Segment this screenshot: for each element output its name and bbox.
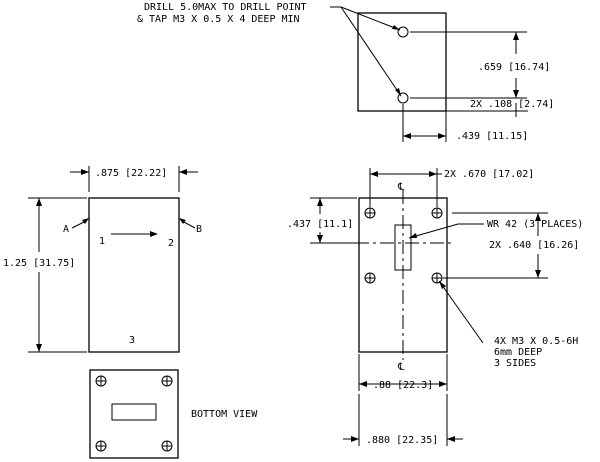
- dim-side-height: 1.25 [31.75]: [3, 258, 75, 269]
- dim-88-arrow-right: [439, 381, 447, 387]
- dim-659-arrow-bottom: [513, 90, 519, 98]
- port-label-2: 2: [168, 238, 174, 249]
- tap-note-line3: 3 SIDES: [494, 358, 536, 369]
- dim-437-arrow-bottom: [317, 235, 323, 243]
- drill-note-line2: & TAP M3 X 0.5 X 4 DEEP MIN: [137, 14, 300, 25]
- dim-top-width: .439 [11.15]: [456, 131, 528, 142]
- dim-875-arrow-right: [179, 169, 187, 175]
- dim-125-arrow-top: [36, 198, 42, 206]
- waveguide-port-opening: [111, 403, 157, 421]
- front-view-holes: [364, 207, 443, 284]
- dim-659-arrow-top: [513, 32, 519, 40]
- drill-leader-2: [340, 6, 402, 97]
- port-label-b: B: [196, 224, 202, 235]
- bottom-view: BOTTOM VIEW: [89, 369, 258, 459]
- centerline-symbol-top: ℄: [397, 182, 405, 193]
- dim-880-arrow-right: [447, 436, 455, 442]
- wr-note: WR 42 (3 PLACES): [487, 219, 583, 230]
- dim-125-arrow-bottom: [36, 344, 42, 352]
- front-view: ℄ ℄ 2X .670 [17.02] .437 [11.1] WR 42 (3…: [287, 168, 583, 446]
- drill-note-line1: DRILL 5.0MAX TO DRILL POINT: [144, 2, 307, 13]
- tap-note-arrow: [439, 281, 446, 289]
- dim-top-height: .659 [16.74]: [478, 62, 550, 73]
- port-b-arrow: [179, 218, 186, 224]
- dim-top-offset: 2X .108 [2.74]: [470, 99, 554, 110]
- bottom-view-outline: [89, 369, 179, 459]
- port-a-arrow: [82, 218, 89, 224]
- dim-front-hole-spacing-y: 2X .640 [16.26]: [489, 240, 579, 251]
- signal-flow-arrow: [150, 231, 158, 237]
- port-label-a: A: [63, 224, 69, 235]
- port-label-3: 3: [129, 335, 135, 346]
- dim-front-offset: .437 [11.1]: [287, 219, 353, 230]
- port-label-1: 1: [99, 236, 105, 247]
- tap-note-leader: [438, 280, 484, 344]
- bottom-view-holes: [95, 375, 173, 452]
- dim-439-arrow-left: [403, 133, 411, 139]
- tap-note-line1: 4X M3 X 0.5-6H: [494, 336, 578, 347]
- dim-875-arrow-left: [81, 169, 89, 175]
- dim-side-width: .875 [22.22]: [95, 168, 167, 179]
- dim-front-hole-spacing-x: 2X .670 [17.02]: [444, 169, 534, 180]
- drill-arrow-2: [395, 88, 401, 96]
- dim-640-arrow-top: [535, 213, 541, 221]
- dim-88-arrow-left: [359, 381, 367, 387]
- waveguide-slot: [394, 224, 412, 271]
- dim-640-arrow-bottom: [535, 270, 541, 278]
- top-view: DRILL 5.0MAX TO DRILL POINT & TAP M3 X 0…: [137, 2, 554, 142]
- side-view-outline: [88, 197, 180, 353]
- tap-hole-lower: [397, 92, 409, 104]
- tap-note-line2: 6mm DEEP: [494, 347, 542, 358]
- top-view-outline: [357, 12, 447, 112]
- drill-arrow-1: [392, 25, 400, 30]
- drill-leader-1: [340, 6, 401, 31]
- dim-880-arrow-left: [351, 436, 359, 442]
- dim-670-arrow-right: [429, 171, 437, 177]
- centerline-symbol-bottom: ℄: [397, 362, 405, 373]
- wr-leader: [408, 223, 459, 239]
- dim-670-arrow-left: [370, 171, 378, 177]
- dim-front-width-a: .88 [22.3]: [373, 380, 433, 391]
- bottom-view-label: BOTTOM VIEW: [191, 409, 258, 420]
- dim-437-arrow-top: [317, 198, 323, 206]
- wr-arrow: [409, 233, 417, 238]
- dim-front-width-b: .880 [22.35]: [366, 435, 438, 446]
- side-view: .875 [22.22] 1.25 [31.75] A B 1 2 3: [3, 166, 202, 353]
- dim-439-arrow-right: [438, 133, 446, 139]
- tap-hole-upper: [397, 26, 409, 38]
